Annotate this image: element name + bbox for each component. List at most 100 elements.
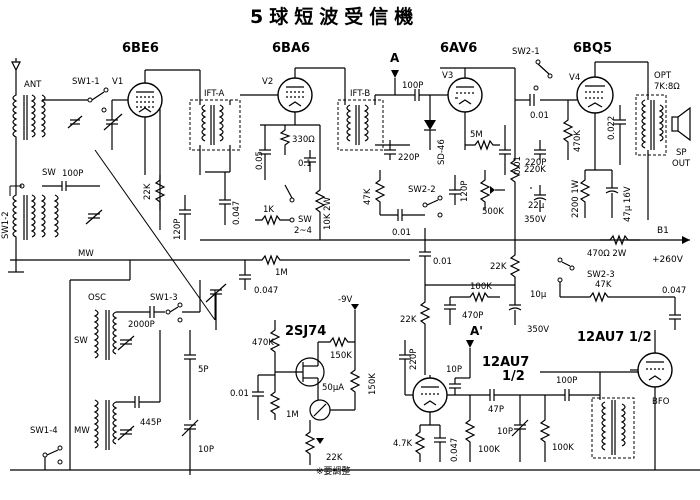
- tube-v3-ref: V3: [442, 71, 453, 81]
- resistor-47k-mid: [374, 170, 386, 215]
- switch-sw1-4: SW1-4: [30, 426, 58, 436]
- bfo-coil: [601, 400, 626, 455]
- c-5p-label: 5P: [198, 365, 209, 375]
- c-0047-v1-label: 0.047: [232, 201, 242, 225]
- trimmer-cap-2: [85, 209, 103, 225]
- tube-v2: [277, 77, 313, 113]
- cap-0047-line: [239, 260, 251, 290]
- cap-120p: [179, 195, 191, 240]
- tube-12au7-b: [637, 352, 673, 388]
- c-47u-label: 47μ 16V: [623, 186, 633, 222]
- tube-v3-type: 6AV6: [440, 41, 477, 56]
- b-volt-label: +260V: [652, 255, 684, 265]
- c-22u-v-label: 350V: [524, 215, 546, 225]
- diode-sd46: [424, 95, 436, 150]
- jfet-2sj74: [275, 357, 325, 387]
- c-100p-det-label: 100P: [402, 81, 423, 91]
- cap-10p-osc: [181, 419, 199, 475]
- out-label: OUT: [672, 159, 691, 169]
- c-001-bfo-label: 0.01: [433, 257, 452, 267]
- cap-0047-v1: [219, 172, 231, 225]
- meter-50ua: [309, 378, 355, 421]
- c-0047-bfo2-label: 0.047: [450, 438, 460, 462]
- resistor-5m: [465, 139, 500, 151]
- r-330-label: 330Ω: [292, 135, 315, 145]
- trimmer-cap-1: [67, 115, 83, 129]
- resistor-100k-bfo2: [464, 395, 476, 462]
- cap-2000p: [116, 306, 165, 318]
- switch-sw2-3: SW2-3: [587, 270, 615, 280]
- resistor-330: [279, 125, 291, 155]
- r-22k-v1-label: 22K: [143, 183, 153, 200]
- cap-47p: [470, 389, 545, 401]
- r-470-2w-label: 470Ω 2W: [587, 249, 627, 259]
- c-01-v2-label: 0.1: [298, 159, 312, 169]
- cap-01-v2: [304, 150, 316, 172]
- speaker: [671, 106, 691, 142]
- cap-001-v4: [515, 94, 535, 106]
- cap-001-bfo: [419, 228, 431, 285]
- c-120p-sw-label: 120P: [460, 181, 470, 202]
- c-47p-label: 47P: [488, 405, 504, 415]
- ant-label: ANT: [24, 80, 42, 90]
- tube-v1-type: 6BE6: [122, 41, 159, 56]
- c-470p-label: 470P: [462, 311, 483, 321]
- r-1k-label: 1K: [263, 205, 274, 215]
- osc-mw-label: MW: [74, 426, 90, 436]
- resistor-22k-bfo1: [509, 245, 521, 290]
- c-0022-label: 0.022: [607, 116, 617, 140]
- resistor-22k-bfo2: [419, 285, 431, 375]
- c-10p-bfo2-label: 10P: [497, 427, 513, 437]
- b1-label: B1: [657, 226, 669, 236]
- c-220p-bfo-label: 220P: [409, 349, 419, 370]
- osc-tuning-cap: [205, 283, 227, 330]
- tube-v2-ref: V2: [262, 77, 273, 87]
- pot-500k: [479, 170, 505, 210]
- r-1m-fet-label: 1M: [286, 410, 299, 420]
- adjust-note: ※要調整: [316, 465, 351, 477]
- r-2200-1w-label: 2200 1W: [571, 179, 581, 218]
- c-005-label: 0.05: [255, 151, 265, 170]
- cap-120p-sw: [449, 175, 461, 205]
- r-470k-fet-label: 470K: [252, 338, 274, 348]
- cap-001-v3: [499, 125, 511, 175]
- resistor-1k: [255, 214, 290, 226]
- opt-name-label: OPT: [654, 71, 672, 81]
- node-a2-label: A': [470, 324, 483, 338]
- r-22k-bfo1-label: 22K: [490, 262, 507, 272]
- c-001-fet-label: 0.01: [230, 389, 249, 399]
- cap-220p-bfo: [399, 340, 411, 395]
- switch-sw2-2: SW2-2: [408, 185, 436, 195]
- osc-sw-label: SW: [74, 336, 88, 346]
- switch-sw1-1: SW1-1: [72, 77, 100, 87]
- cap-47u: [605, 170, 619, 218]
- osc-mw-coil: [93, 399, 118, 450]
- resistor-22k-fet: [304, 420, 324, 465]
- c-100p-ant-label: 100P: [62, 169, 83, 179]
- ant-sw-label: SW: [42, 168, 56, 178]
- r-22k-bfo2-label: 22K: [400, 315, 417, 325]
- resistor-10k-2w: [314, 125, 326, 240]
- tube-v4-ref: V4: [569, 73, 580, 83]
- c-001-v3-label: 0.01: [513, 156, 523, 175]
- ground-left: [8, 262, 24, 273]
- r-47k-sw23-label: 47K: [595, 280, 612, 290]
- neg9-label: -9V: [338, 295, 352, 305]
- ant-mw-coil: [12, 150, 59, 262]
- tube-v1: [127, 82, 163, 118]
- tube-12au7-a: [412, 377, 448, 413]
- ift-a-label: IFT-A: [204, 89, 225, 99]
- tube-v3: [447, 77, 483, 113]
- c-0047-line-label: 0.047: [254, 286, 278, 296]
- c-220p-det-label: 220P: [398, 153, 419, 163]
- bfo-label: BFO: [652, 397, 670, 407]
- c-10p-osc-label: 10P: [198, 445, 214, 455]
- cap-10p-bfo2: [511, 395, 529, 462]
- sw-pos-label: SW: [298, 215, 312, 225]
- cap-220p-v3: [534, 140, 546, 160]
- resistor-470-2w: [600, 234, 640, 246]
- sp-label: SP: [676, 148, 687, 158]
- resistor-100k-bfo: [450, 291, 500, 303]
- node-a-label: A: [390, 51, 400, 65]
- meter-50ua-label: 50μA: [322, 383, 344, 393]
